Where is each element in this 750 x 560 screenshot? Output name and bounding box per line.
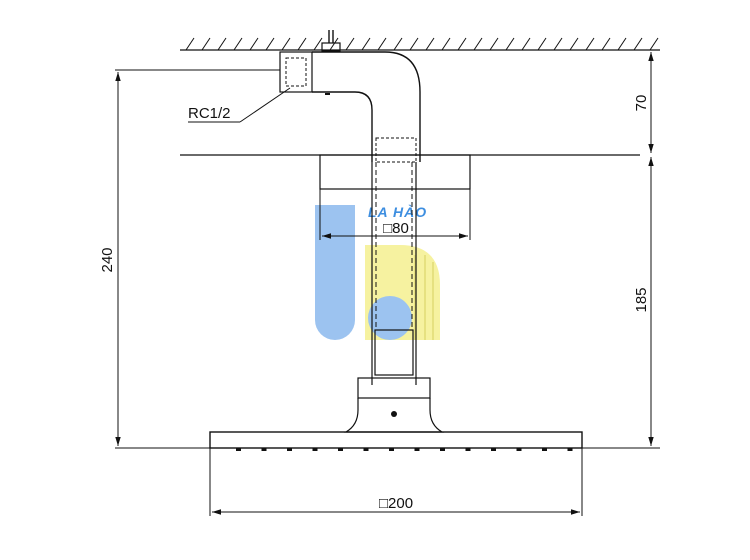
dim-200-label: □200 [379,495,413,512]
hatch-line [409,37,419,51]
nozzle [261,448,267,451]
hatch-line [233,37,243,51]
nozzle [567,448,573,451]
nozzle [516,448,522,451]
hatch-line [537,37,547,51]
hatch-line [329,37,339,51]
hatch-line [601,37,611,51]
la-hao-logo: LA HÀO [315,204,440,340]
nozzle [389,448,394,451]
dim-70-label: 70 [633,95,650,112]
dimension-80: □80 [319,189,471,240]
nozzle [542,448,547,451]
thread-label: RC1/2 [188,105,231,122]
hatch-line [313,37,323,51]
dimension-70: 70 [340,49,660,153]
logo-text: LA HÀO [368,204,427,220]
hatch-line [281,37,291,51]
ball-joint [343,329,445,433]
hatch-line [361,37,371,51]
hatch-line [457,37,467,51]
hatch-line [345,37,355,51]
hatch-line [617,37,627,51]
nozzle [363,448,369,451]
nozzle [236,448,241,451]
hatch-line [265,37,275,51]
hatch-line [633,37,643,51]
hatch-line [377,37,387,51]
hatch-line [553,37,563,51]
nozzle [465,448,471,451]
hatch-line [489,37,499,51]
dimension-185: 185 [582,157,660,449]
dim-80-label: □80 [383,220,409,237]
hatch-line [297,37,307,51]
shower-head [209,431,583,451]
hatch-line [473,37,483,51]
hatch-line [249,37,259,51]
nozzle [338,448,343,451]
ceiling-hatch [180,37,660,51]
hatch-line [585,37,595,51]
hatch-line [201,37,211,51]
hatch-line [185,37,195,51]
hatch-line [649,37,659,51]
stem [371,162,417,385]
hatch-line [505,37,515,51]
flange [319,154,471,190]
hatch-line [217,37,227,51]
dimension-200: □200 [209,448,583,516]
nozzle [312,448,318,451]
hatch-line [425,37,435,51]
hatch-line [393,37,403,51]
shower-arm [279,30,421,163]
nozzle [440,448,445,451]
dim-240-label: 240 [99,247,116,272]
dimension-240: 240 [99,69,280,449]
hatch-line [521,37,531,51]
thread-callout: RC1/2 [188,87,291,123]
dim-185-label: 185 [633,287,650,312]
hatch-line [569,37,579,51]
hatch-line [441,37,451,51]
nozzle [491,448,496,451]
nozzle [287,448,292,451]
nozzle [414,448,420,451]
